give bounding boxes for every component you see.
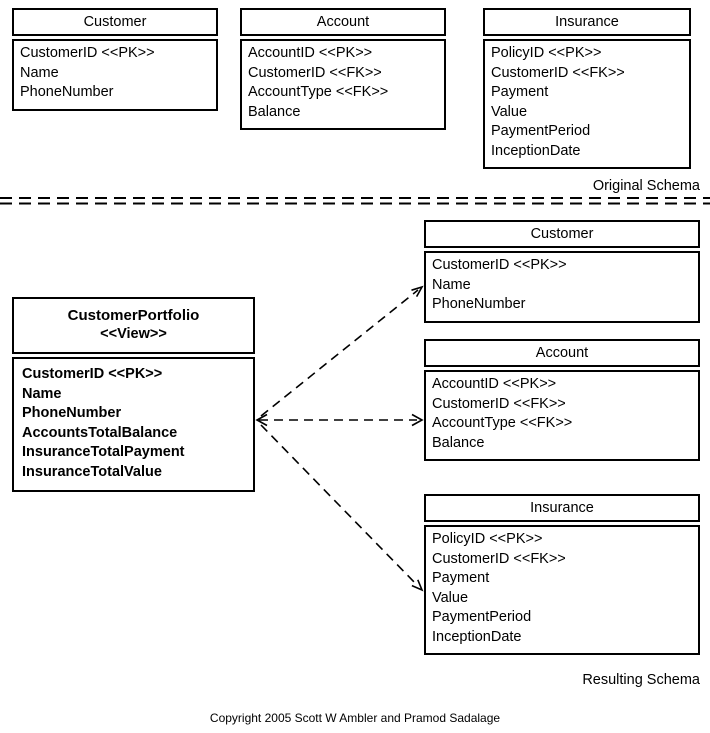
- table-field: AccountType <<FK>>: [248, 84, 389, 100]
- table-account-resulting: Account AccountID <<PK>> CustomerID <<FK…: [424, 339, 700, 461]
- table-field: Name: [432, 276, 471, 293]
- arrowhead-at-account-icon: [411, 413, 424, 427]
- table-field: AccountID <<PK>>: [248, 45, 373, 61]
- table-field: CustomerID <<FK>>: [432, 550, 566, 567]
- copyright-text: Copyright 2005 Scott W Ambler and Pramod…: [209, 711, 501, 725]
- arrowhead-at-customer-icon: [411, 285, 424, 297]
- table-field: CustomerID <<PK>>: [432, 257, 567, 273]
- table-field: Name: [20, 64, 59, 81]
- table-field: PhoneNumber: [20, 84, 114, 100]
- table-title: Account: [424, 339, 700, 367]
- table-field: CustomerID <<FK>>: [248, 64, 382, 81]
- table-field: PaymentPeriod: [432, 609, 532, 625]
- table-field: Balance: [248, 103, 301, 120]
- table-insurance-resulting: Insurance PolicyID <<PK>> CustomerID <<F…: [424, 494, 700, 655]
- table-title: Customer: [12, 8, 218, 36]
- table-title: Insurance: [424, 494, 700, 522]
- view-field: AccountsTotalBalance: [22, 424, 178, 441]
- table-customer-original: Customer CustomerID <<PK>> Name PhoneNum…: [12, 8, 218, 111]
- view-customer-portfolio: CustomerPortfolio <<View>> CustomerID <<…: [12, 297, 255, 492]
- view-field: PhoneNumber: [22, 405, 122, 421]
- original-schema-label: Original Schema: [592, 178, 700, 194]
- table-fields: PolicyID <<PK>> CustomerID <<FK>> Paymen…: [424, 525, 700, 655]
- table-field: CustomerID <<FK>>: [491, 64, 625, 81]
- arrowhead-at-insurance-icon: [411, 579, 424, 592]
- arrowhead-at-view-junction-icon: [255, 413, 268, 427]
- resulting-schema-label: Resulting Schema: [582, 672, 700, 688]
- table-field: Value: [491, 103, 528, 120]
- table-fields: CustomerID <<PK>> Name PhoneNumber: [12, 39, 218, 111]
- table-fields: CustomerID <<PK>> Name PhoneNumber: [424, 251, 700, 323]
- table-field: Payment: [432, 570, 490, 586]
- table-title: Account: [240, 8, 446, 36]
- table-fields: PolicyID <<PK>> CustomerID <<FK>> Paymen…: [483, 39, 691, 169]
- table-fields: AccountID <<PK>> CustomerID <<FK>> Accou…: [240, 39, 446, 130]
- table-field: InceptionDate: [491, 142, 581, 159]
- table-field: Value: [432, 589, 469, 606]
- table-title: Customer: [424, 220, 700, 248]
- table-field: Balance: [432, 434, 485, 451]
- table-field: AccountType <<FK>>: [432, 415, 573, 431]
- view-fields: CustomerID <<PK>> Name PhoneNumber Accou…: [12, 357, 255, 492]
- table-field: CustomerID <<PK>>: [20, 45, 155, 61]
- view-title-name: CustomerPortfolio: [67, 307, 200, 324]
- table-field: PolicyID <<PK>>: [432, 531, 543, 547]
- connector-view-to-insurance: [260, 424, 418, 586]
- table-customer-resulting: Customer CustomerID <<PK>> Name PhoneNum…: [424, 220, 700, 323]
- table-field: AccountID <<PK>>: [432, 376, 557, 392]
- table-insurance-original: Insurance PolicyID <<PK>> CustomerID <<F…: [483, 8, 691, 169]
- table-field: PhoneNumber: [432, 296, 526, 312]
- table-fields: AccountID <<PK>> CustomerID <<FK>> Accou…: [424, 370, 700, 461]
- table-field: PolicyID <<PK>>: [491, 45, 602, 61]
- table-field: CustomerID <<FK>>: [432, 395, 566, 412]
- table-field: Payment: [491, 84, 549, 100]
- view-field: InsuranceTotalPayment: [22, 444, 185, 460]
- view-title: CustomerPortfolio <<View>>: [12, 297, 255, 354]
- table-field: InceptionDate: [432, 628, 522, 645]
- table-account-original: Account AccountID <<PK>> CustomerID <<FK…: [240, 8, 446, 130]
- view-field: Name: [22, 385, 62, 402]
- connector-view-to-customer: [260, 289, 419, 417]
- view-field: InsuranceTotalValue: [22, 463, 162, 480]
- view-stereotype: <<View>>: [100, 326, 167, 342]
- table-field: PaymentPeriod: [491, 123, 591, 139]
- view-field: CustomerID <<PK>>: [22, 366, 163, 382]
- table-title: Insurance: [483, 8, 691, 36]
